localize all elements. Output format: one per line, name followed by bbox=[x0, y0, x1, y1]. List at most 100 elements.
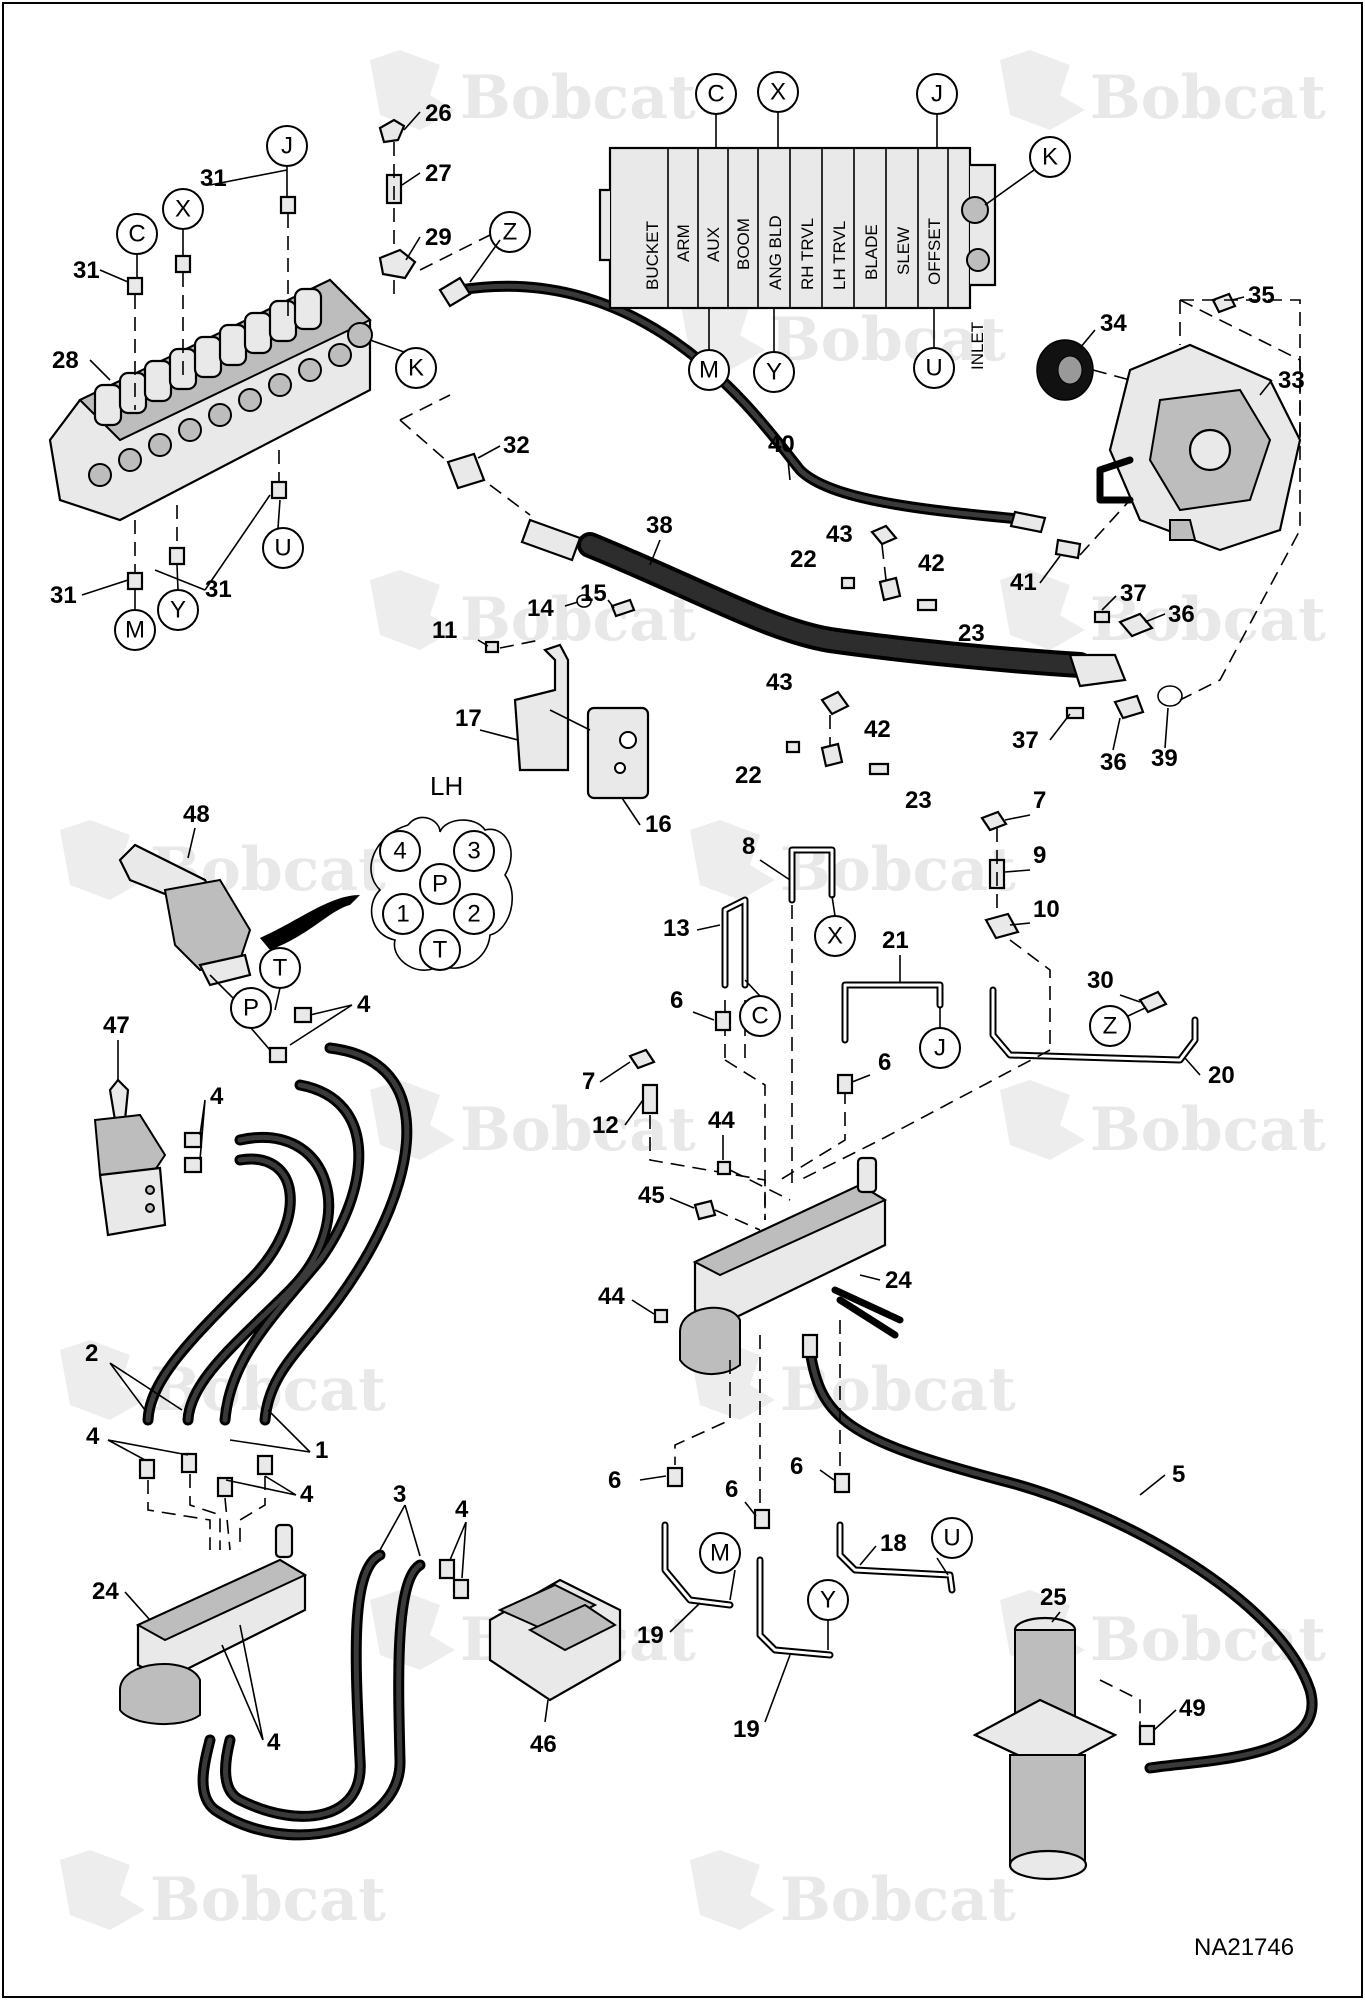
callout-35: 35 bbox=[1248, 282, 1275, 309]
block-24-left-top bbox=[135, 1558, 308, 1642]
part-30-fitting bbox=[1138, 990, 1168, 1014]
bobcat-logo-icon bbox=[690, 820, 775, 900]
callout-11: 11 bbox=[432, 617, 457, 644]
letter-c-top: C bbox=[695, 73, 737, 115]
part-35-bolt bbox=[1211, 292, 1237, 314]
watermark-text: Bobcat bbox=[460, 63, 696, 133]
callout-31-d: 31 bbox=[205, 576, 232, 603]
part-10-tee bbox=[984, 912, 1020, 940]
callout-21: 21 bbox=[882, 927, 909, 954]
svg-text:Y: Y bbox=[820, 1587, 836, 1614]
part-36-clamp-upper bbox=[1118, 612, 1154, 638]
svg-text:J: J bbox=[281, 133, 293, 160]
hose-38-end-fitting bbox=[520, 518, 582, 562]
callout-43-b: 43 bbox=[766, 669, 793, 696]
letter-j-valve: J bbox=[266, 125, 308, 167]
leader-k-top bbox=[984, 169, 1035, 206]
watermark-text: Bobcat bbox=[770, 305, 1006, 375]
callout-26: 26 bbox=[425, 100, 452, 127]
part-45-plug bbox=[693, 1199, 717, 1221]
section-label-boom: BOOM bbox=[734, 218, 753, 270]
dash-35 bbox=[1179, 299, 1301, 440]
callout-2: 2 bbox=[85, 1340, 98, 1367]
section-label-ang-bld: ANG BLD bbox=[766, 215, 785, 290]
hose-38-elbow-fitting bbox=[1068, 653, 1127, 688]
pedal-46-tread bbox=[497, 1583, 598, 1632]
part-32-adapter bbox=[446, 452, 486, 490]
dash-block-6a bbox=[674, 1360, 731, 1465]
watermark-text: Bobcat bbox=[780, 835, 1016, 905]
svg-text:J: J bbox=[934, 1035, 946, 1062]
hose-40-end-fitting-2 bbox=[1009, 510, 1047, 534]
port-4: 4 bbox=[379, 830, 421, 872]
callout-7-a: 7 bbox=[582, 1068, 595, 1095]
callout-4-a: 4 bbox=[357, 991, 371, 1018]
pump-25-motor bbox=[1009, 1754, 1086, 1866]
pump-shaft-boss bbox=[1188, 428, 1232, 472]
dash-45 bbox=[714, 1209, 761, 1231]
bobcat-logo-icon bbox=[370, 1080, 455, 1160]
pump-port bbox=[1169, 519, 1197, 541]
callout-1: 1 bbox=[315, 1437, 328, 1464]
letter-m-lower: M bbox=[699, 1532, 741, 1574]
lh-port-outline bbox=[370, 816, 513, 971]
port-p: P bbox=[419, 863, 461, 905]
svg-text:Z: Z bbox=[503, 219, 518, 246]
callout-24-b: 24 bbox=[885, 1267, 912, 1294]
svg-text:U: U bbox=[274, 535, 291, 562]
svg-text:Y: Y bbox=[170, 597, 186, 624]
bobcat-logo-icon bbox=[60, 1850, 145, 1930]
watermark: Bobcat bbox=[690, 1340, 1016, 1425]
dash-pump-bracket bbox=[1179, 299, 1301, 701]
part-15-bolt bbox=[610, 598, 636, 618]
part-11-nut bbox=[484, 640, 500, 654]
valve-end-cap bbox=[598, 188, 610, 262]
port-2: 2 bbox=[453, 893, 495, 935]
callout-40: 40 bbox=[768, 431, 795, 458]
clamp-group-lower bbox=[785, 690, 890, 776]
part-22-nut bbox=[840, 576, 856, 590]
callout-14: 14 bbox=[527, 595, 554, 622]
svg-text:U: U bbox=[925, 355, 942, 382]
watermark-text: Bobcat bbox=[460, 1095, 696, 1165]
svg-text:4: 4 bbox=[393, 838, 406, 865]
joystick-47-grip bbox=[108, 1078, 130, 1122]
dash-32-38 bbox=[489, 484, 531, 516]
part-43-clip bbox=[870, 524, 898, 546]
lh-label: LH bbox=[430, 771, 463, 801]
svg-text:M: M bbox=[699, 357, 719, 384]
watermark-text: Bobcat bbox=[150, 1865, 386, 1935]
connection-letters: C X J K M Y U J X C Z K U M Y T P X C J … bbox=[114, 71, 1131, 1621]
callout-4-e: 4 bbox=[455, 1496, 469, 1523]
watermark-text: Bobcat bbox=[1090, 1095, 1326, 1165]
letter-y-lower: Y bbox=[807, 1579, 849, 1621]
bobcat-logo-icon bbox=[1000, 50, 1085, 130]
callout-9: 9 bbox=[1033, 842, 1046, 869]
svg-text:T: T bbox=[433, 937, 448, 964]
dash-49 bbox=[1099, 1679, 1141, 1726]
letter-j-right: J bbox=[919, 1027, 961, 1069]
block-24-right-stub-1 bbox=[831, 1286, 904, 1324]
watermark: Bobcat bbox=[690, 820, 1016, 905]
callout-12: 12 bbox=[592, 1112, 619, 1139]
bobcat-logo-icon bbox=[370, 50, 455, 130]
letter-z-right: Z bbox=[1089, 1005, 1131, 1047]
callout-31-c: 31 bbox=[50, 582, 77, 609]
inlet-label: INLET bbox=[968, 322, 987, 370]
part-37-screw-upper bbox=[1093, 610, 1111, 624]
watermark: Bobcat bbox=[690, 1850, 1016, 1935]
svg-text:U: U bbox=[943, 1525, 960, 1552]
fittings-31 bbox=[126, 195, 297, 591]
callout-43-a: 43 bbox=[826, 521, 853, 548]
joystick-47-boot bbox=[93, 1113, 167, 1177]
callout-4-b: 4 bbox=[210, 1083, 224, 1110]
watermark: Bobcat bbox=[1000, 570, 1326, 655]
part-16-block bbox=[586, 706, 650, 800]
letter-u-valve: U bbox=[262, 527, 304, 569]
letter-p-joystick: P bbox=[230, 987, 272, 1029]
block-24-left-accumulator bbox=[119, 1663, 201, 1726]
watermark: Bobcat bbox=[1000, 50, 1326, 133]
watermark: Bobcat bbox=[680, 290, 1006, 375]
